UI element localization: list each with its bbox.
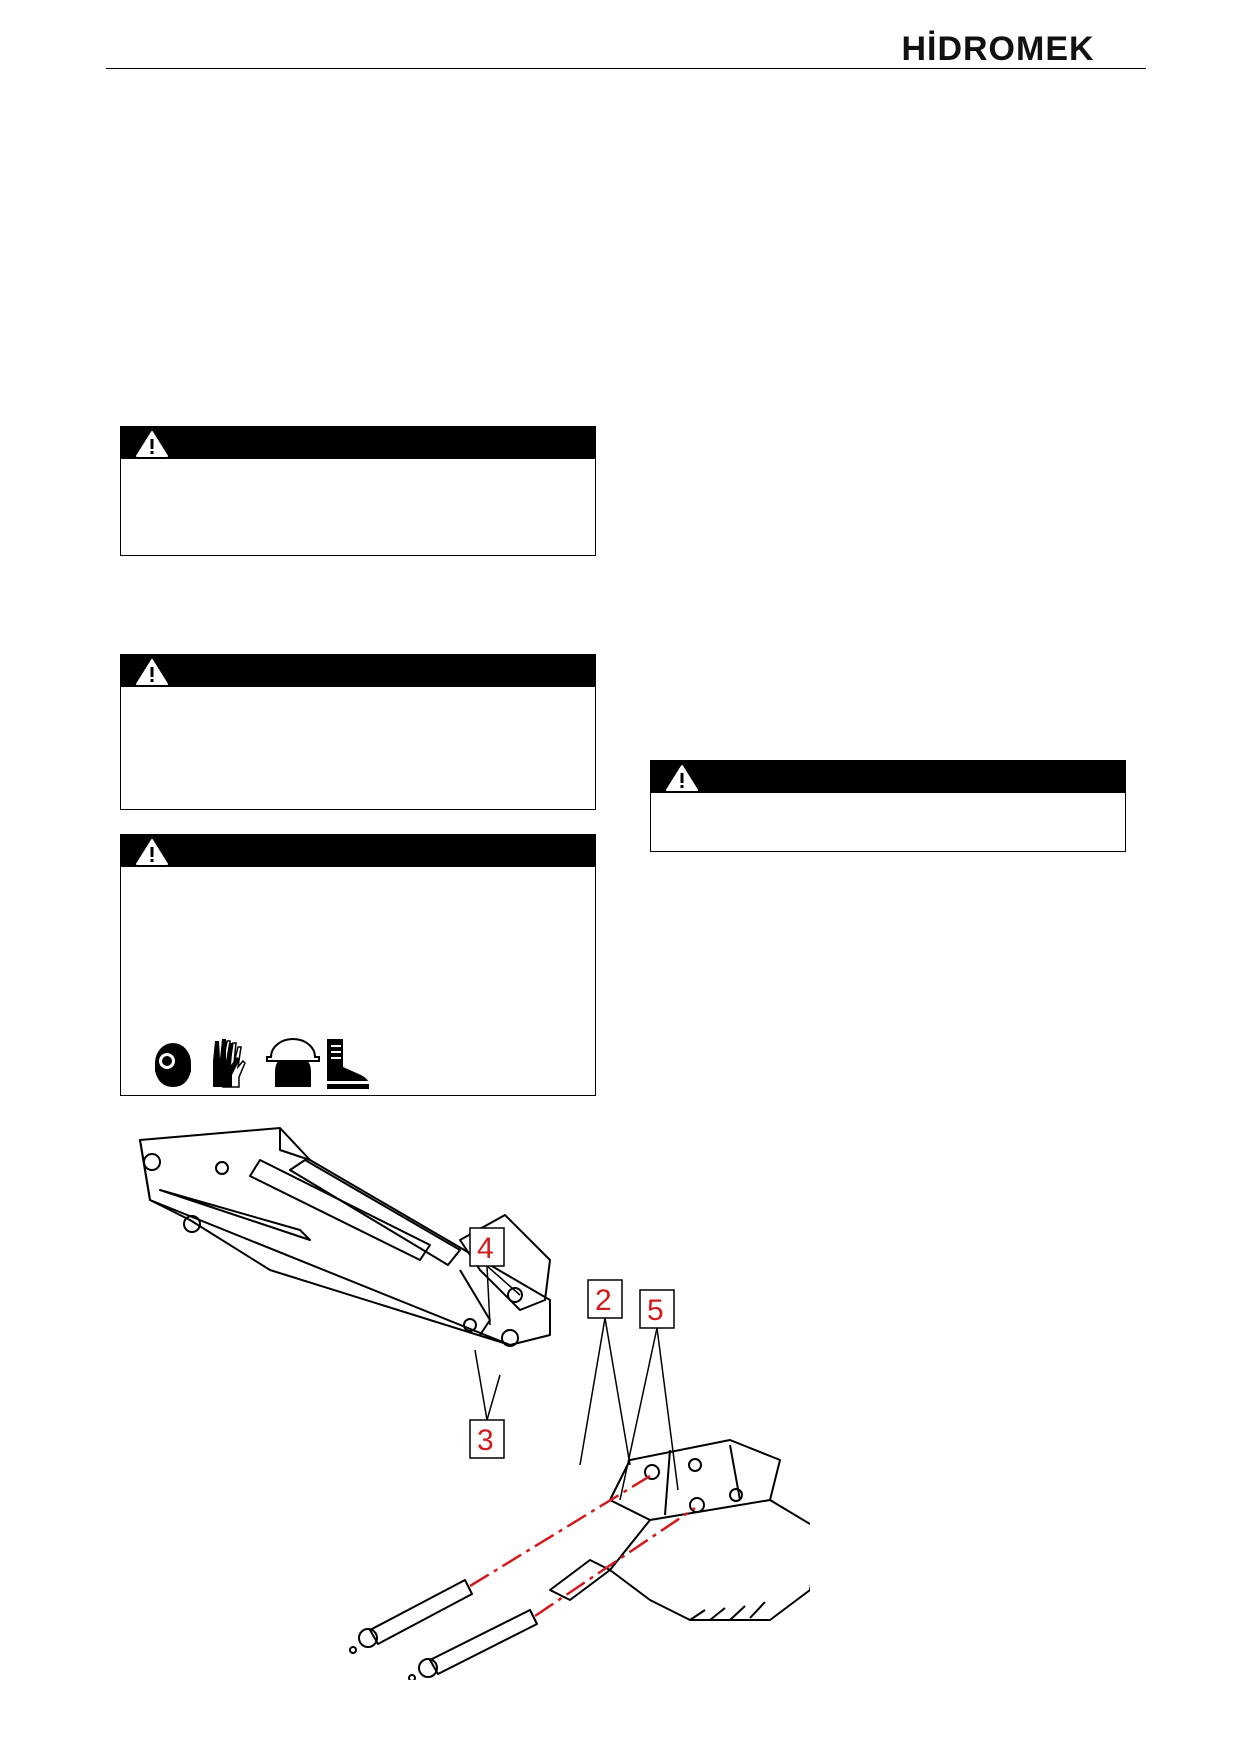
- link-assembly: [459, 1214, 551, 1311]
- warning-triangle-icon: [136, 839, 168, 865]
- header-rule: [106, 68, 1146, 69]
- callout-label: 4: [477, 1232, 494, 1265]
- pin-hole: [183, 1215, 201, 1233]
- pin-upper: [369, 1579, 473, 1645]
- arm-bucket-diagram: 4 2 5 3: [139, 1127, 810, 1680]
- pin-hole: [501, 1329, 519, 1347]
- pin-hole: [507, 1287, 523, 1303]
- safety-boot-icon: [327, 1039, 369, 1089]
- warning-header-bar: [121, 835, 595, 867]
- warning-box-1: [120, 426, 596, 556]
- hydraulic-cylinder: [249, 1159, 431, 1261]
- warning-header-bar: [121, 427, 595, 459]
- bucket-pin-hole: [689, 1497, 705, 1513]
- hidromek-logo: HİDROMEK: [901, 30, 1094, 64]
- warning-box-2: [120, 654, 596, 810]
- pin-hole: [215, 1161, 229, 1175]
- bucket-pin-hole: [729, 1488, 743, 1502]
- face-shield-icon: [155, 1043, 191, 1087]
- warning-triangle-icon: [136, 659, 168, 685]
- bucket-pin-hole: [644, 1464, 660, 1480]
- callout-label: 2: [595, 1284, 612, 1317]
- hard-hat-icon: [266, 1038, 320, 1087]
- pin-hole: [463, 1318, 477, 1332]
- leader-upper-pin: [469, 1474, 651, 1588]
- logo-text: HİDROMEK: [901, 30, 1094, 64]
- arm-body: [139, 1127, 551, 1346]
- leader-lower-pin: [534, 1506, 696, 1618]
- ppe-icons: [155, 1038, 369, 1089]
- warning-triangle-icon: [136, 431, 168, 457]
- pin-hole: [143, 1153, 161, 1171]
- warning-header-bar: [121, 655, 595, 687]
- pin-lower: [429, 1609, 538, 1675]
- bucket-pin-hole: [688, 1458, 702, 1472]
- warning-triangle-icon: [666, 765, 698, 791]
- callout-label: 3: [477, 1424, 494, 1457]
- bucket: [609, 1499, 810, 1621]
- warning-box-4: [650, 760, 1126, 852]
- warning-header-bar: [651, 761, 1125, 793]
- warning-box-3: [120, 834, 596, 1096]
- gloves-icon: [213, 1039, 246, 1088]
- callout-label: 5: [647, 1294, 664, 1327]
